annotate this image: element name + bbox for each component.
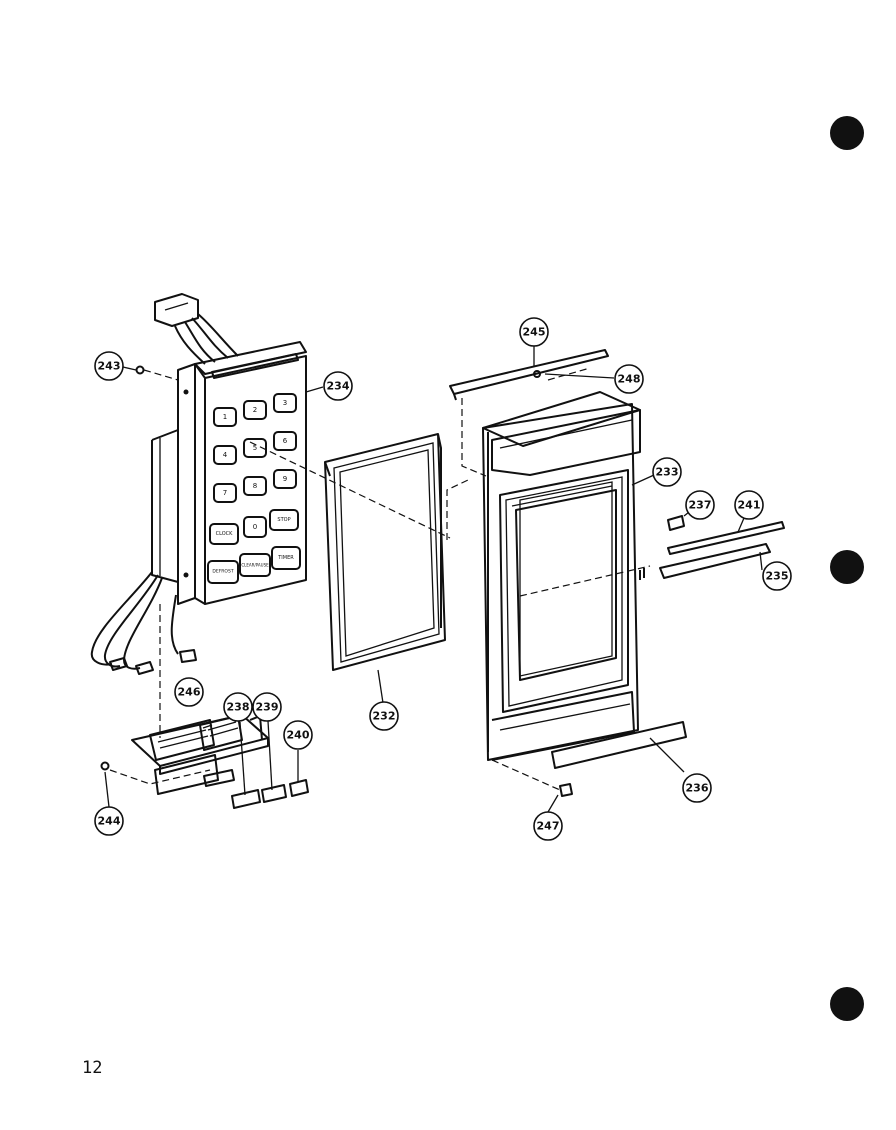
keypad-keys: 1 2 3 4 5 6 7 8 9 CLOCK 0 STOP DEFROST C… bbox=[207, 393, 301, 584]
callout-232: 232 bbox=[369, 701, 399, 731]
screws bbox=[100, 365, 573, 797]
svg-text:232: 232 bbox=[373, 710, 396, 723]
callout-248: 248 bbox=[614, 364, 644, 394]
callout-243: 243 bbox=[94, 351, 124, 381]
key-label-0: 0 bbox=[253, 523, 257, 531]
svg-text:240: 240 bbox=[287, 729, 310, 742]
svg-text:248: 248 bbox=[618, 373, 641, 386]
callout-236: 236 bbox=[682, 773, 712, 803]
key-label-6: 6 bbox=[283, 437, 288, 445]
svg-text:235: 235 bbox=[766, 570, 789, 583]
control-board bbox=[131, 714, 269, 795]
svg-text:238: 238 bbox=[227, 701, 250, 714]
svg-text:234: 234 bbox=[327, 380, 350, 393]
control-panel-assembly bbox=[151, 341, 307, 605]
gasket-frame bbox=[324, 433, 446, 671]
callout-239: 239 bbox=[252, 692, 282, 722]
svg-text:247: 247 bbox=[537, 820, 560, 833]
binder-hole-top bbox=[830, 116, 864, 150]
callout-245: 245 bbox=[519, 317, 549, 347]
callout-241: 241 bbox=[734, 490, 764, 520]
key-label-stop: STOP bbox=[277, 517, 290, 523]
top-trim-strip bbox=[449, 349, 609, 401]
callout-240: 240 bbox=[283, 720, 313, 750]
key-label-8: 8 bbox=[253, 482, 257, 490]
binder-hole-bottom bbox=[830, 987, 864, 1021]
callout-238: 238 bbox=[223, 692, 253, 722]
key-label-2: 2 bbox=[253, 406, 257, 414]
callout-bubbles: 243 234 232 245 248 233 bbox=[94, 317, 792, 841]
binder-hole-middle bbox=[830, 550, 864, 584]
callout-234: 234 bbox=[323, 371, 353, 401]
assembly-guide-lines bbox=[109, 367, 651, 791]
svg-text:233: 233 bbox=[656, 466, 679, 479]
key-label-timer: TIMER bbox=[277, 555, 294, 561]
svg-text:243: 243 bbox=[98, 360, 121, 373]
key-label-1: 1 bbox=[223, 413, 227, 421]
callout-237: 237 bbox=[685, 490, 715, 520]
side-rail-parts bbox=[639, 515, 785, 580]
key-label-7: 7 bbox=[223, 489, 227, 497]
key-label-5: 5 bbox=[253, 444, 257, 452]
svg-text:236: 236 bbox=[686, 782, 709, 795]
callout-244: 244 bbox=[94, 806, 124, 836]
bottom-trim-strip bbox=[551, 721, 687, 769]
svg-text:239: 239 bbox=[256, 701, 279, 714]
callout-246: 246 bbox=[174, 677, 204, 707]
key-label-clear-pause: CLEAR/PAUSE bbox=[241, 563, 269, 568]
svg-text:245: 245 bbox=[523, 326, 546, 339]
svg-text:241: 241 bbox=[738, 499, 761, 512]
main-panel-frame bbox=[482, 391, 641, 761]
wire-harness-top bbox=[154, 293, 239, 365]
wire-leads-bottom bbox=[90, 571, 197, 675]
svg-text:244: 244 bbox=[98, 815, 121, 828]
key-label-4: 4 bbox=[223, 451, 228, 459]
key-label-3: 3 bbox=[283, 399, 287, 407]
callout-233: 233 bbox=[652, 457, 682, 487]
key-label-clock: CLOCK bbox=[216, 531, 234, 537]
terminal-connectors bbox=[203, 769, 309, 809]
svg-text:237: 237 bbox=[689, 499, 712, 512]
key-label-defrost: DEFROST bbox=[212, 569, 233, 575]
callout-235: 235 bbox=[762, 561, 792, 591]
svg-text:246: 246 bbox=[178, 686, 201, 699]
callout-leader-lines bbox=[104, 346, 763, 813]
callout-247: 247 bbox=[533, 811, 563, 841]
page-number: 12 bbox=[82, 1058, 103, 1078]
key-label-9: 9 bbox=[283, 475, 287, 483]
